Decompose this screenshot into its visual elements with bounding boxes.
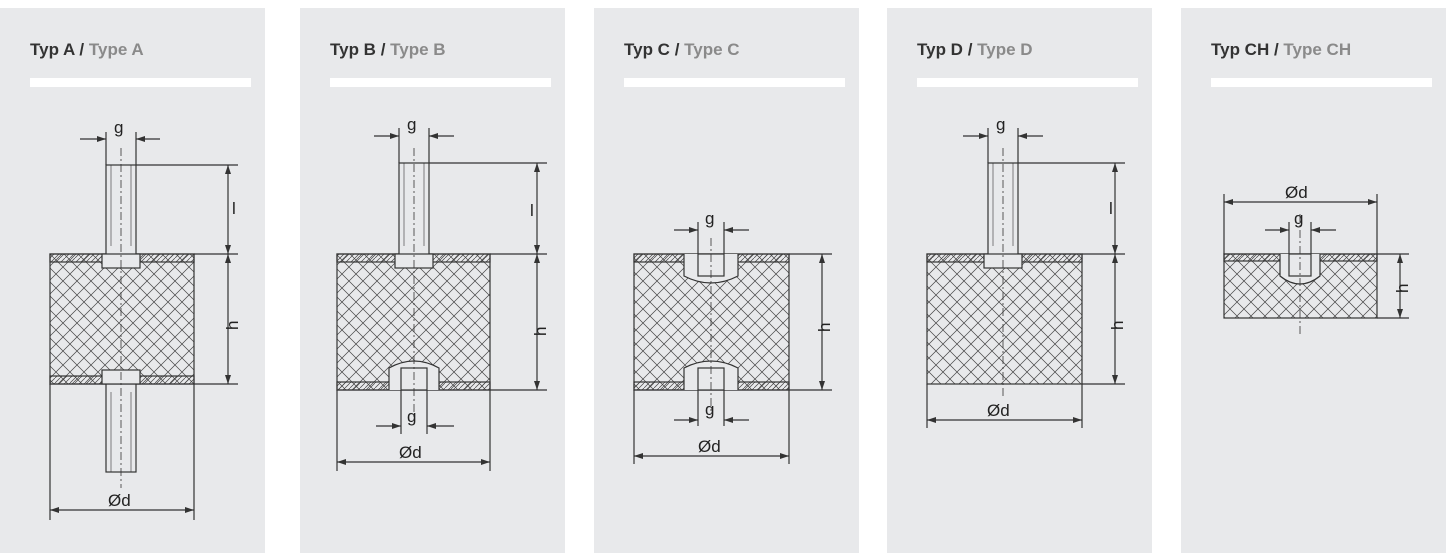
panel-type-c: Typ C / Type C <box>594 8 859 553</box>
h-label: h <box>223 321 242 330</box>
panel-title: Typ B / Type B <box>330 40 446 59</box>
panel-type-b: Typ B / Type B <box>300 8 565 553</box>
d-label: Ød <box>1285 183 1308 202</box>
panel-type-d: Typ D / Type D <box>887 8 1152 553</box>
panel-type-ch: Typ CH / Type CH <box>1181 8 1446 553</box>
rubber-body <box>926 253 1083 385</box>
rubber-body <box>49 253 195 385</box>
panel-title: Typ C / Type C <box>624 40 740 59</box>
title-underline <box>30 78 251 87</box>
h-label: h <box>1393 284 1412 293</box>
l-label: l <box>530 201 534 220</box>
h-label: h <box>531 327 550 336</box>
type-ch-drawing: Ød g h <box>1223 183 1412 334</box>
panel-title: Typ CH / Type CH <box>1211 40 1352 59</box>
title-underline <box>624 78 845 87</box>
g-label-bottom: g <box>705 400 714 419</box>
g-label-bottom: g <box>407 407 416 426</box>
top-stud <box>105 164 137 256</box>
g-label: g <box>996 115 1005 134</box>
type-b-drawing: g l h g Ød <box>336 115 550 471</box>
g-label: g <box>114 118 123 137</box>
d-label: Ød <box>987 401 1010 420</box>
g-label: g <box>1294 209 1303 228</box>
d-label: Ød <box>108 491 131 510</box>
l-label: l <box>1109 199 1113 218</box>
d-label: Ød <box>698 437 721 456</box>
g-label: g <box>705 209 714 228</box>
panel-type-a: Typ A / Type A <box>0 8 265 553</box>
d-label: Ød <box>399 443 422 462</box>
type-c-drawing: g h g Ød <box>633 209 834 464</box>
type-a-drawing: g l h Ød <box>49 118 242 520</box>
panel-title: Typ A / Type A <box>30 40 144 59</box>
type-d-drawing: g l h Ød <box>926 115 1127 428</box>
l-label: l <box>232 199 236 218</box>
panel-title: Typ D / Type D <box>917 40 1033 59</box>
title-underline <box>1211 78 1432 87</box>
h-label: h <box>815 323 834 332</box>
title-underline <box>917 78 1138 87</box>
h-label: h <box>1108 321 1127 330</box>
g-label: g <box>407 115 416 134</box>
title-underline <box>330 78 551 87</box>
